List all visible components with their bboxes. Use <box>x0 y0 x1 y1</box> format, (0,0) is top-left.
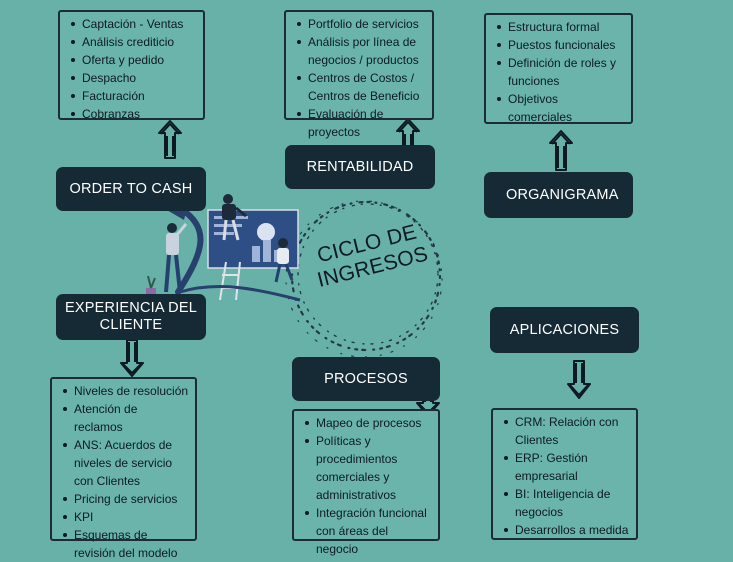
organigrama-list: Estructura formal Puestos funcionales De… <box>484 13 633 124</box>
list-item: Niveles de resolución <box>63 382 189 400</box>
rentabilidad-list: Portfolio de servicios Análisis por líne… <box>284 10 434 139</box>
list-item: Puestos funcionales <box>497 36 625 54</box>
list-item: Esquemas de revisión del modelo <box>63 526 189 562</box>
list-item: ANS: Acuerdos de niveles de servicio con… <box>63 436 189 490</box>
arrow-aplicaciones-down <box>567 360 591 399</box>
arrow-order-to-cash-up <box>158 120 182 159</box>
list-item: Desarrollos a medida <box>504 521 630 539</box>
experiencia-cliente-list: Niveles de resolución Atención de reclam… <box>50 377 197 560</box>
arrow-organigrama-up <box>549 130 573 171</box>
rentabilidad-label: RENTABILIDAD <box>285 145 435 189</box>
arrow-rentabilidad-up <box>396 118 420 158</box>
procesos-list: Mapeo de procesos Políticas y procedimie… <box>292 409 440 556</box>
list-item: Análisis crediticio <box>71 33 197 51</box>
list-item: Centros de Costos / Centros de Beneficio <box>297 69 426 105</box>
list-item: CRM: Relación con Clientes <box>504 413 630 449</box>
order-to-cash-label: ORDER TO CASH <box>56 167 206 211</box>
list-item: Despacho <box>71 69 197 87</box>
procesos-label: PROCESOS <box>292 357 440 401</box>
order-to-cash-list: Captación - Ventas Análisis crediticio O… <box>58 10 205 123</box>
list-item: Evaluación de proyectos <box>297 105 426 141</box>
list-item: Políticas y procedimientos comerciales y… <box>305 432 432 504</box>
diagram-canvas: CICLO DE INGRESOS Captación - Ventas Aná… <box>50 10 639 560</box>
list-item: Objetivos comerciales <box>497 90 625 126</box>
list-item: Estructura formal <box>497 18 625 36</box>
list-item: Cobranzas <box>71 105 197 123</box>
experiencia-cliente-label: EXPERIENCIA DEL CLIENTE <box>56 294 206 340</box>
list-item: KPI <box>63 508 189 526</box>
list-item: Mapeo de procesos <box>305 414 432 432</box>
list-item: Oferta y pedido <box>71 51 197 69</box>
list-item: BI: Inteligencia de negocios <box>504 485 630 521</box>
list-item: Definición de roles y funciones <box>497 54 625 90</box>
list-item: Atención de reclamos <box>63 400 189 436</box>
list-item: Pricing de servicios <box>63 490 189 508</box>
arrow-experiencia-down <box>120 339 144 377</box>
aplicaciones-list: CRM: Relación con Clientes ERP: Gestión … <box>491 408 638 540</box>
list-item: ERP: Gestión empresarial <box>504 449 630 485</box>
list-item: Análisis por línea de negocios / product… <box>297 33 426 69</box>
aplicaciones-label: APLICACIONES <box>490 307 639 353</box>
business-growth-illustration <box>146 194 301 302</box>
list-item: Facturación <box>71 87 197 105</box>
organigrama-label: ORGANIGRAMA <box>484 172 633 218</box>
list-item: Captación - Ventas <box>71 15 197 33</box>
list-item: Portfolio de servicios <box>297 15 426 33</box>
